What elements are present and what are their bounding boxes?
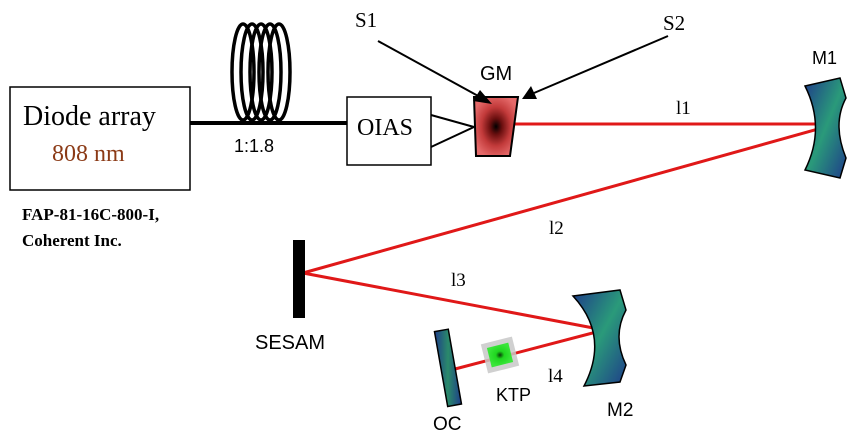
s2-label: S2	[663, 11, 686, 35]
m2-mirror	[571, 289, 627, 387]
l3-label: l3	[451, 270, 466, 291]
ktp-label: KTP	[496, 385, 532, 405]
m2-label: M2	[607, 400, 634, 421]
l2-label: l2	[549, 218, 564, 239]
gain-medium	[472, 96, 520, 157]
fiber-coil-icon	[230, 22, 292, 122]
beam-l3	[302, 271, 605, 332]
manufacturer-label: Coherent Inc.	[22, 231, 122, 250]
oias-box	[346, 96, 432, 166]
beam-l2	[302, 122, 837, 275]
wavelength-label: 808 nm	[52, 141, 125, 167]
oias-label: OIAS	[357, 115, 414, 141]
s2-arrow	[522, 35, 669, 99]
part-number-label: FAP-81-16C-800-I,	[22, 205, 160, 224]
l1-label: l1	[676, 98, 691, 119]
oc-label: OC	[433, 414, 462, 435]
sesam-mirror	[293, 240, 305, 318]
diode-array-label: Diode array	[23, 101, 156, 132]
beam-l4	[454, 328, 605, 371]
fiber-ratio-label: 1:1.8	[234, 136, 275, 156]
ktp-crystal	[480, 336, 520, 374]
l4-label: l4	[548, 366, 563, 387]
diode-array-box	[9, 86, 191, 191]
oias-output-lower	[430, 126, 475, 148]
s1-label: S1	[355, 8, 378, 32]
oc-mirror	[433, 328, 463, 408]
sesam-label: SESAM	[255, 332, 326, 354]
s1-arrow	[377, 40, 492, 104]
gm-label: GM	[480, 63, 513, 85]
m1-mirror	[803, 77, 847, 179]
m1-label: M1	[812, 48, 838, 68]
oias-output-upper	[430, 114, 475, 128]
